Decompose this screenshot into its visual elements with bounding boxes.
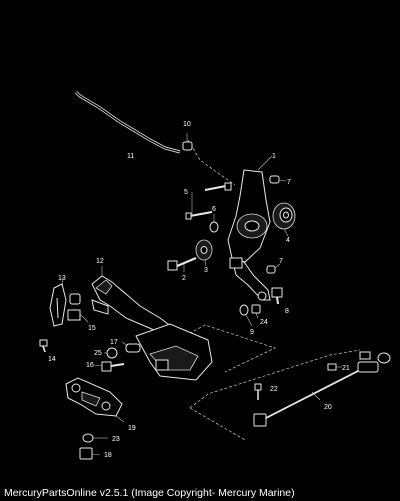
roller-part — [272, 202, 296, 237]
callout-9: 9 — [250, 329, 254, 336]
pin-part-17 — [121, 341, 141, 353]
callout-5: 5 — [184, 189, 188, 196]
slotted-plate-part — [49, 277, 67, 327]
callout-18: 18 — [104, 452, 112, 459]
nut-part-24 — [251, 304, 261, 319]
assembly-dash-lines-lower — [189, 407, 246, 441]
callout-7: 7 — [287, 179, 291, 186]
pin-part-upper — [269, 175, 287, 184]
assembly-dash-lines-upper — [187, 139, 236, 186]
callout-1: 1 — [272, 153, 276, 160]
callout-21: 21 — [342, 365, 350, 372]
callout-22: 22 — [270, 386, 278, 393]
callout-6: 6 — [212, 206, 216, 213]
callout-8: 8 — [285, 308, 289, 315]
callout-23: 23 — [112, 436, 120, 443]
washer-part-9 — [239, 304, 253, 327]
washer-part-large — [195, 239, 213, 267]
callout-7b: 7 — [279, 258, 283, 265]
callout-20: 20 — [324, 404, 332, 411]
bolt-part-18 — [79, 447, 101, 460]
link-rod-part — [74, 90, 181, 154]
assembly-dash-lines-cable — [189, 349, 361, 409]
washer-part-small — [209, 214, 219, 233]
pin-part-21 — [327, 363, 342, 371]
callout-17: 17 — [110, 339, 118, 346]
pin-part-lower — [266, 263, 281, 274]
control-housing-part — [135, 323, 213, 381]
control-cable-part — [253, 351, 391, 427]
callout-11: 11 — [127, 153, 134, 160]
callout-12: 12 — [96, 258, 104, 265]
callout-3: 3 — [204, 267, 208, 274]
spacer-block-part — [67, 293, 89, 323]
callout-15: 15 — [88, 325, 96, 332]
callout-16: 16 — [86, 362, 94, 369]
washer-part-23 — [82, 433, 108, 443]
callout-10: 10 — [183, 121, 191, 128]
bolt-part-16 — [93, 361, 125, 372]
bolt-part-lower — [185, 192, 213, 220]
callout-4: 4 — [286, 237, 290, 244]
callout-25: 25 — [94, 350, 102, 357]
washer-part-25 — [104, 347, 118, 359]
callout-14: 14 — [48, 356, 56, 363]
screw-part-14 — [39, 339, 48, 353]
screw-part-22 — [254, 383, 262, 400]
lower-bracket-part — [65, 377, 125, 423]
copyright-caption: MercuryPartsOnline v2.5.1 (Image Copyrig… — [4, 487, 295, 499]
fitting-part — [182, 133, 193, 151]
bolt-part-8 — [271, 287, 283, 305]
throttle-arm-part — [227, 155, 273, 301]
callout-19: 19 — [128, 425, 136, 432]
callout-24: 24 — [260, 319, 268, 326]
callout-13: 13 — [58, 275, 66, 282]
callout-2: 2 — [182, 275, 186, 282]
bolt-part-upper — [204, 182, 232, 191]
bolt-part-long — [167, 256, 197, 272]
